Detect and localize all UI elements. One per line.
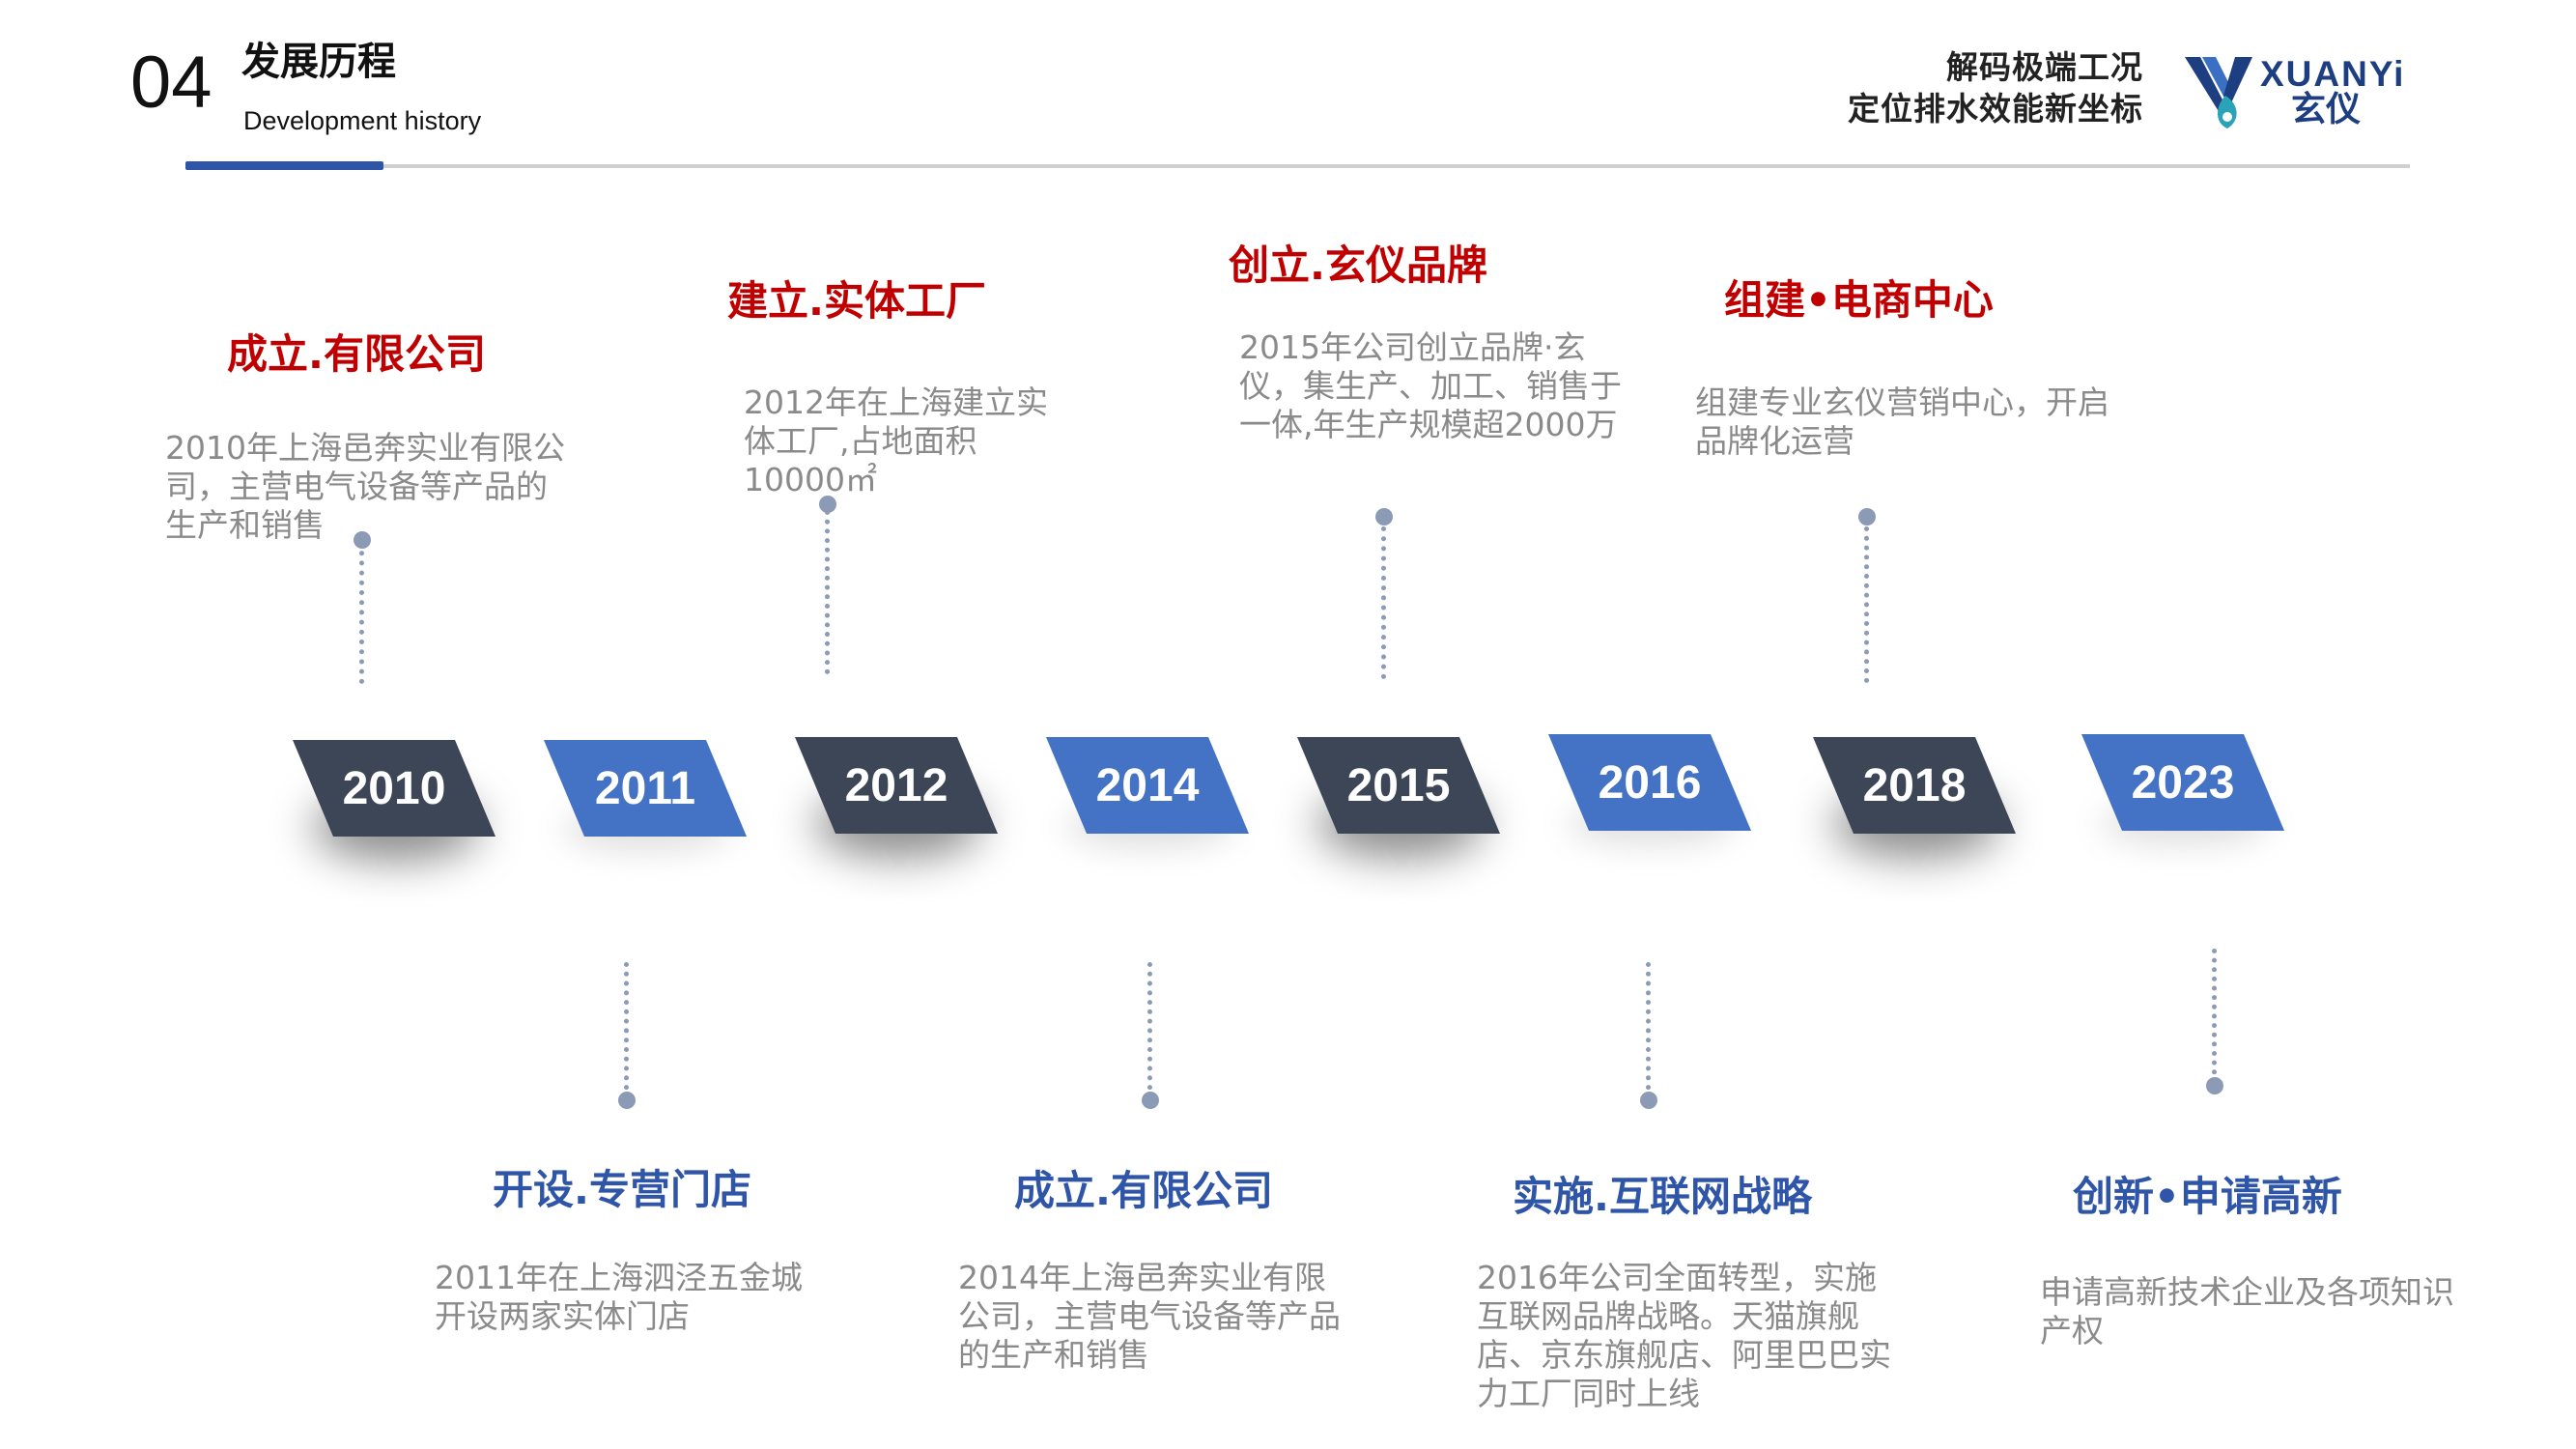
year-label: 2023 bbox=[2131, 756, 2235, 809]
slogan-line-2: 定位排水效能新坐标 bbox=[1848, 90, 2143, 128]
year-badge-2023: 2023 bbox=[2081, 734, 2284, 845]
connector-dot-2010 bbox=[354, 531, 371, 549]
milestone-desc-2016: 2016年公司全面转型，实施互联网品牌战略。天猫旗舰店、京东旗舰店、阿里巴巴实力… bbox=[1477, 1259, 1891, 1412]
brand-name-en: XUANYi bbox=[2260, 54, 2406, 94]
connector-2011 bbox=[624, 962, 630, 1099]
connector-dot-2011 bbox=[618, 1092, 636, 1109]
connector-dot-2015 bbox=[1375, 508, 1393, 526]
milestone-title-2015: 创立.玄仪品牌 bbox=[1229, 242, 1487, 289]
year-label: 2016 bbox=[1598, 756, 1702, 809]
year-label: 2018 bbox=[1862, 759, 1967, 811]
milestone-title-2012: 建立.实体工厂 bbox=[727, 277, 986, 325]
milestone-title-2018: 组建•电商中心 bbox=[1724, 276, 1994, 324]
year-badge-2016: 2016 bbox=[1548, 734, 1751, 845]
year-badge-2012: 2012 bbox=[795, 737, 998, 858]
year-label: 2012 bbox=[844, 759, 948, 811]
slogan: 解码极端工况 定位排水效能新坐标 bbox=[1848, 46, 2143, 129]
section-subtitle: Development history bbox=[243, 106, 482, 135]
year-label: 2011 bbox=[594, 762, 696, 814]
milestone-desc-2018: 组建专业玄仪营销中心，开启品牌化运营 bbox=[1695, 384, 2109, 460]
connector-dot-2014 bbox=[1142, 1092, 1159, 1109]
connector-dot-2018 bbox=[1858, 508, 1876, 526]
section-title: 发展历程 bbox=[241, 40, 396, 84]
connector-2014 bbox=[1147, 962, 1153, 1099]
brand-name-cn: 玄仪 bbox=[2291, 90, 2362, 129]
year-label: 2010 bbox=[342, 762, 446, 814]
year-badge-2015: 2015 bbox=[1297, 737, 1500, 858]
milestone-desc-2015: 2015年公司创立品牌·玄仪，集生产、加工、销售于一体,年生产规模超2000万 bbox=[1239, 328, 1622, 443]
brand-logo-icon bbox=[2185, 57, 2252, 128]
milestone-desc-2014: 2014年上海邑奔实业有限公司，主营电气设备等产品的生产和销售 bbox=[958, 1259, 1341, 1374]
connector-2018 bbox=[1864, 526, 1870, 683]
year-label: 2015 bbox=[1346, 759, 1451, 811]
year-badge-2010: 2010 bbox=[293, 740, 495, 861]
milestone-title-2023: 创新•申请高新 bbox=[2073, 1173, 2342, 1220]
section-number: 04 bbox=[130, 42, 212, 124]
year-badge-2014: 2014 bbox=[1046, 737, 1249, 848]
milestone-desc-2010: 2010年上海邑奔实业有限公司，主营电气设备等产品的生产和销售 bbox=[165, 429, 565, 544]
connector-2010 bbox=[359, 541, 365, 684]
year-badge-2018: 2018 bbox=[1813, 737, 2016, 858]
connector-2016 bbox=[1646, 962, 1652, 1099]
header-accent-bar bbox=[185, 161, 383, 170]
connector-dot-2012 bbox=[819, 496, 836, 513]
connector-2012 bbox=[825, 510, 831, 674]
milestone-title-2011: 开设.专营门店 bbox=[493, 1166, 751, 1213]
header-divider bbox=[185, 164, 2410, 168]
milestone-title-2016: 实施.互联网战略 bbox=[1513, 1173, 1812, 1220]
year-badge-2011: 2011 bbox=[544, 740, 747, 851]
milestone-title-2014: 成立.有限公司 bbox=[1014, 1167, 1273, 1214]
year-label: 2014 bbox=[1095, 759, 1200, 811]
milestone-title-2010: 成立.有限公司 bbox=[227, 330, 486, 378]
milestone-desc-2012: 2012年在上海建立实体工厂,占地面积10000㎡ bbox=[744, 384, 1048, 498]
slogan-line-1: 解码极端工况 bbox=[1946, 48, 2143, 86]
milestone-desc-2023: 申请高新技术企业及各项知识产权 bbox=[2040, 1273, 2454, 1350]
milestone-desc-2011: 2011年在上海泗泾五金城开设两家实体门店 bbox=[435, 1259, 803, 1335]
connector-dot-2016 bbox=[1640, 1092, 1657, 1109]
connector-2023 bbox=[2212, 949, 2218, 1084]
connector-2015 bbox=[1381, 526, 1387, 679]
connector-dot-2023 bbox=[2206, 1077, 2223, 1094]
